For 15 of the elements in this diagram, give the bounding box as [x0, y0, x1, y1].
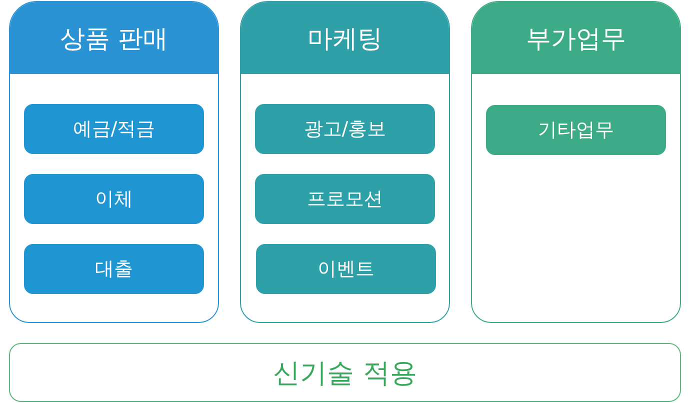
service-box: 예금/적금 — [24, 104, 204, 154]
wide-band-box — [9, 343, 681, 402]
service-box: 기타업무 — [486, 105, 666, 155]
category-card — [471, 1, 681, 323]
category-header: 부가업무 — [472, 2, 680, 74]
category-header: 상품 판매 — [10, 2, 218, 74]
category-card — [9, 1, 219, 323]
service-box: 프로모션 — [255, 174, 435, 224]
service-box: 대출 — [24, 244, 204, 294]
service-box: 광고/홍보 — [255, 104, 435, 154]
category-card — [240, 1, 450, 323]
service-box: 이벤트 — [256, 244, 436, 294]
category-header: 마케팅 — [241, 2, 449, 74]
service-box: 이체 — [24, 174, 204, 224]
band-title: 신기술 적용 — [273, 356, 417, 390]
